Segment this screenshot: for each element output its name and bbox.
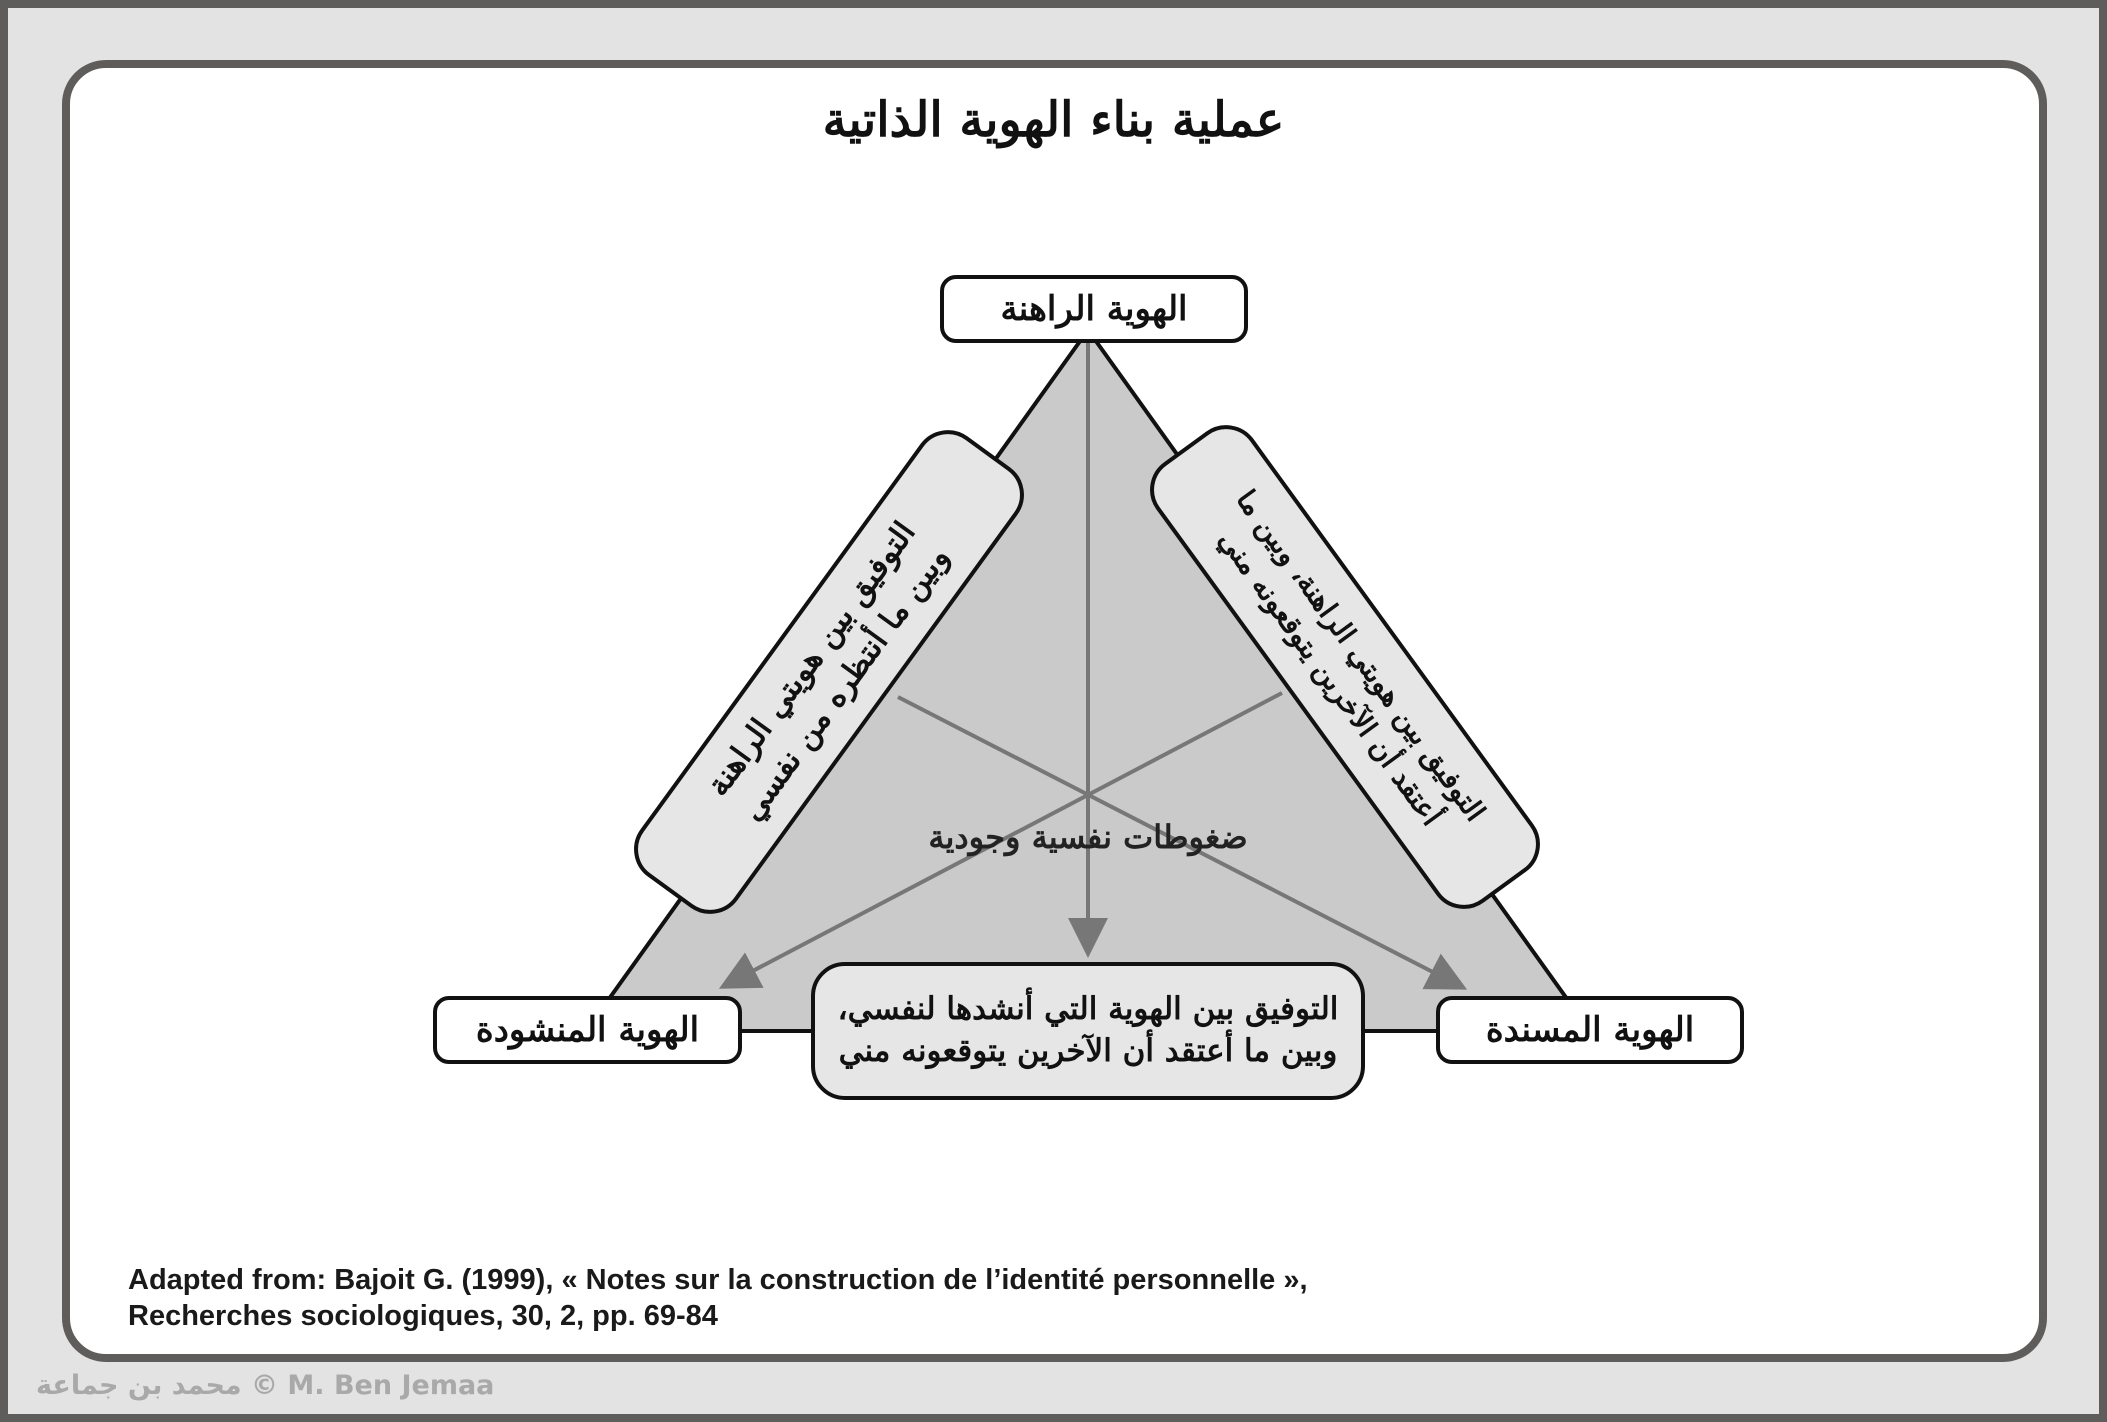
node-current-identity: الهوية الراهنة	[940, 275, 1248, 343]
node-desired-identity: الهوية المنشودة	[433, 996, 742, 1064]
copyright-watermark: محمد بن جماعة © M. Ben Jemaa	[36, 1370, 495, 1401]
node-desired-identity-label: الهوية المنشودة	[475, 1010, 700, 1050]
arrow-to-assigned-identity	[897, 695, 1468, 990]
arrow-to-desired-identity	[718, 691, 1283, 989]
note-bottom-reconciliation: التوفيق بين الهوية التي أنشدها لنفسي، وب…	[811, 962, 1365, 1100]
citation: Adapted from: Bajoit G. (1999), « Notes …	[128, 1262, 1308, 1334]
node-current-identity-label: الهوية الراهنة	[1000, 289, 1188, 329]
diagram-title: عملية بناء الهوية الذاتية	[822, 92, 1285, 148]
center-label-pressures: ضغوطات نفسية وجودية	[928, 818, 1248, 856]
node-assigned-identity-label: الهوية المسندة	[1485, 1010, 1695, 1050]
node-assigned-identity: الهوية المسندة	[1436, 996, 1744, 1064]
note-bottom-line-2: وبين ما أعتقد أن الآخرين يتوقعونه مني	[838, 1033, 1338, 1069]
citation-line-1: Adapted from: Bajoit G. (1999), « Notes …	[128, 1264, 1308, 1296]
citation-line-2: Recherches sociologiques, 30, 2, pp. 69-…	[128, 1300, 718, 1332]
note-bottom-line-1: التوفيق بين الهوية التي أنشدها لنفسي،	[837, 991, 1339, 1028]
